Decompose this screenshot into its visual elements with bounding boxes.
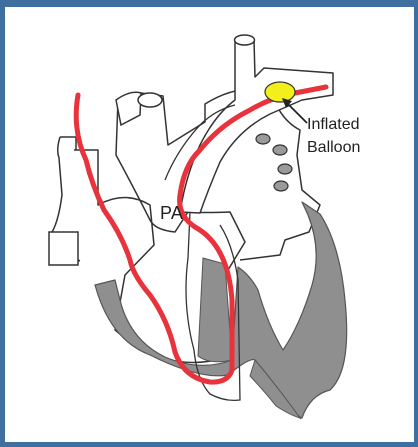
balloon-label: Inflated Balloon [307,113,360,159]
pa-label: PA [160,203,183,224]
vessel-small [49,232,78,265]
aorta-opening [138,93,162,107]
vessel-top-opening [235,35,255,45]
inflated-balloon [265,82,295,102]
